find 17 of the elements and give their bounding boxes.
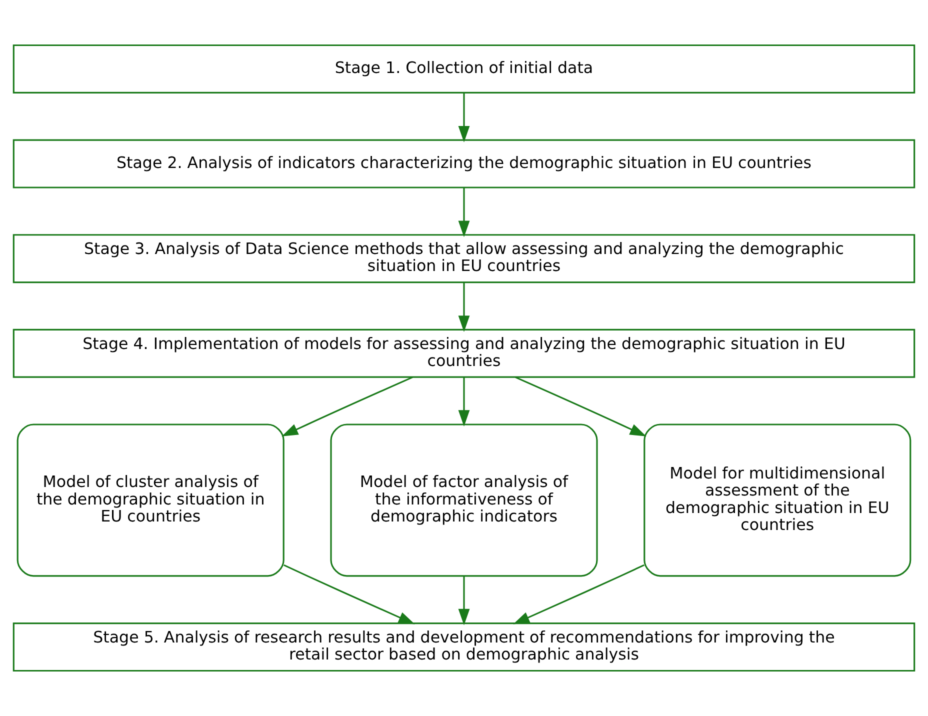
arrow [458,576,470,626]
arrow [282,376,414,436]
arrow [458,93,470,142]
arrow [514,376,646,436]
node-box: Model of cluster analysis of the demographic situation in EU countries [16,424,284,577]
arrow [458,377,470,426]
arrow [284,564,415,624]
node-box: Stage 1. Collection of initial data [12,44,916,94]
node-box: Stage 3. Analysis of Data Science methods that allow assessing and analyzing the demographic situation in EU countries [12,234,916,284]
node-box: Stage 2. Analysis of indicators characterizing the demographic situation in EU countries [12,139,916,188]
node-box: Model for multidimensional assessment of the demographic situation in EU countries [644,424,912,577]
arrow [458,188,470,238]
node-box: Stage 4. Implementation of models for assessing and analyzing the demographic situation in EU countries [12,328,916,378]
node-box: Stage 5. Analysis of research results and development of recommendations for improving the retail sector based on demographic analysis [12,622,916,672]
arrow [513,564,644,624]
arrow [458,282,470,332]
node-box: Model of factor analysis of the informativeness of demographic indicators [330,424,598,577]
